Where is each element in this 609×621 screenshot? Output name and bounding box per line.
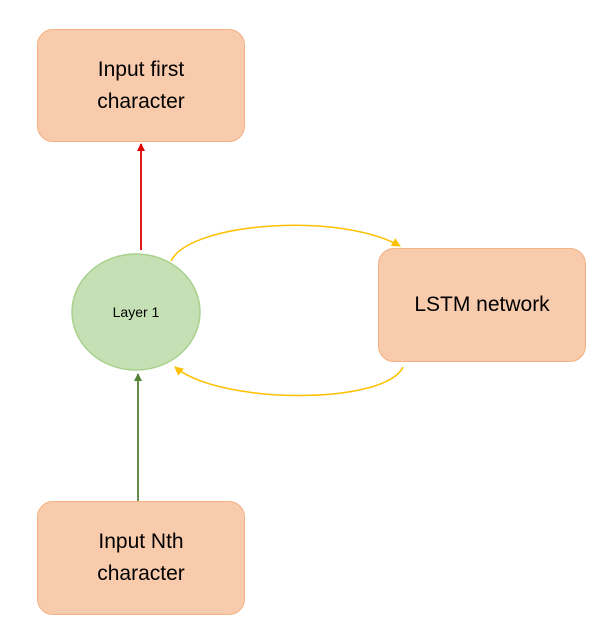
arrow-layer-to-lstm — [170, 224, 401, 262]
lstm-network-label: LSTM network — [414, 293, 550, 316]
input-nth-character-box: Input Nth character — [37, 501, 245, 615]
layer-1-label: Layer 1 — [112, 304, 160, 320]
layer-1-label-wrap: Layer 1 — [72, 254, 200, 370]
lstm-network-box: LSTM network — [378, 248, 586, 362]
input-first-character-box: Input first character — [37, 29, 245, 142]
input-first-character-label: Input first character — [97, 57, 185, 113]
arrow-lstm-to-layer — [174, 366, 404, 397]
layer-1-node — [71, 253, 201, 371]
input-nth-character-label: Input Nth character — [97, 530, 185, 585]
